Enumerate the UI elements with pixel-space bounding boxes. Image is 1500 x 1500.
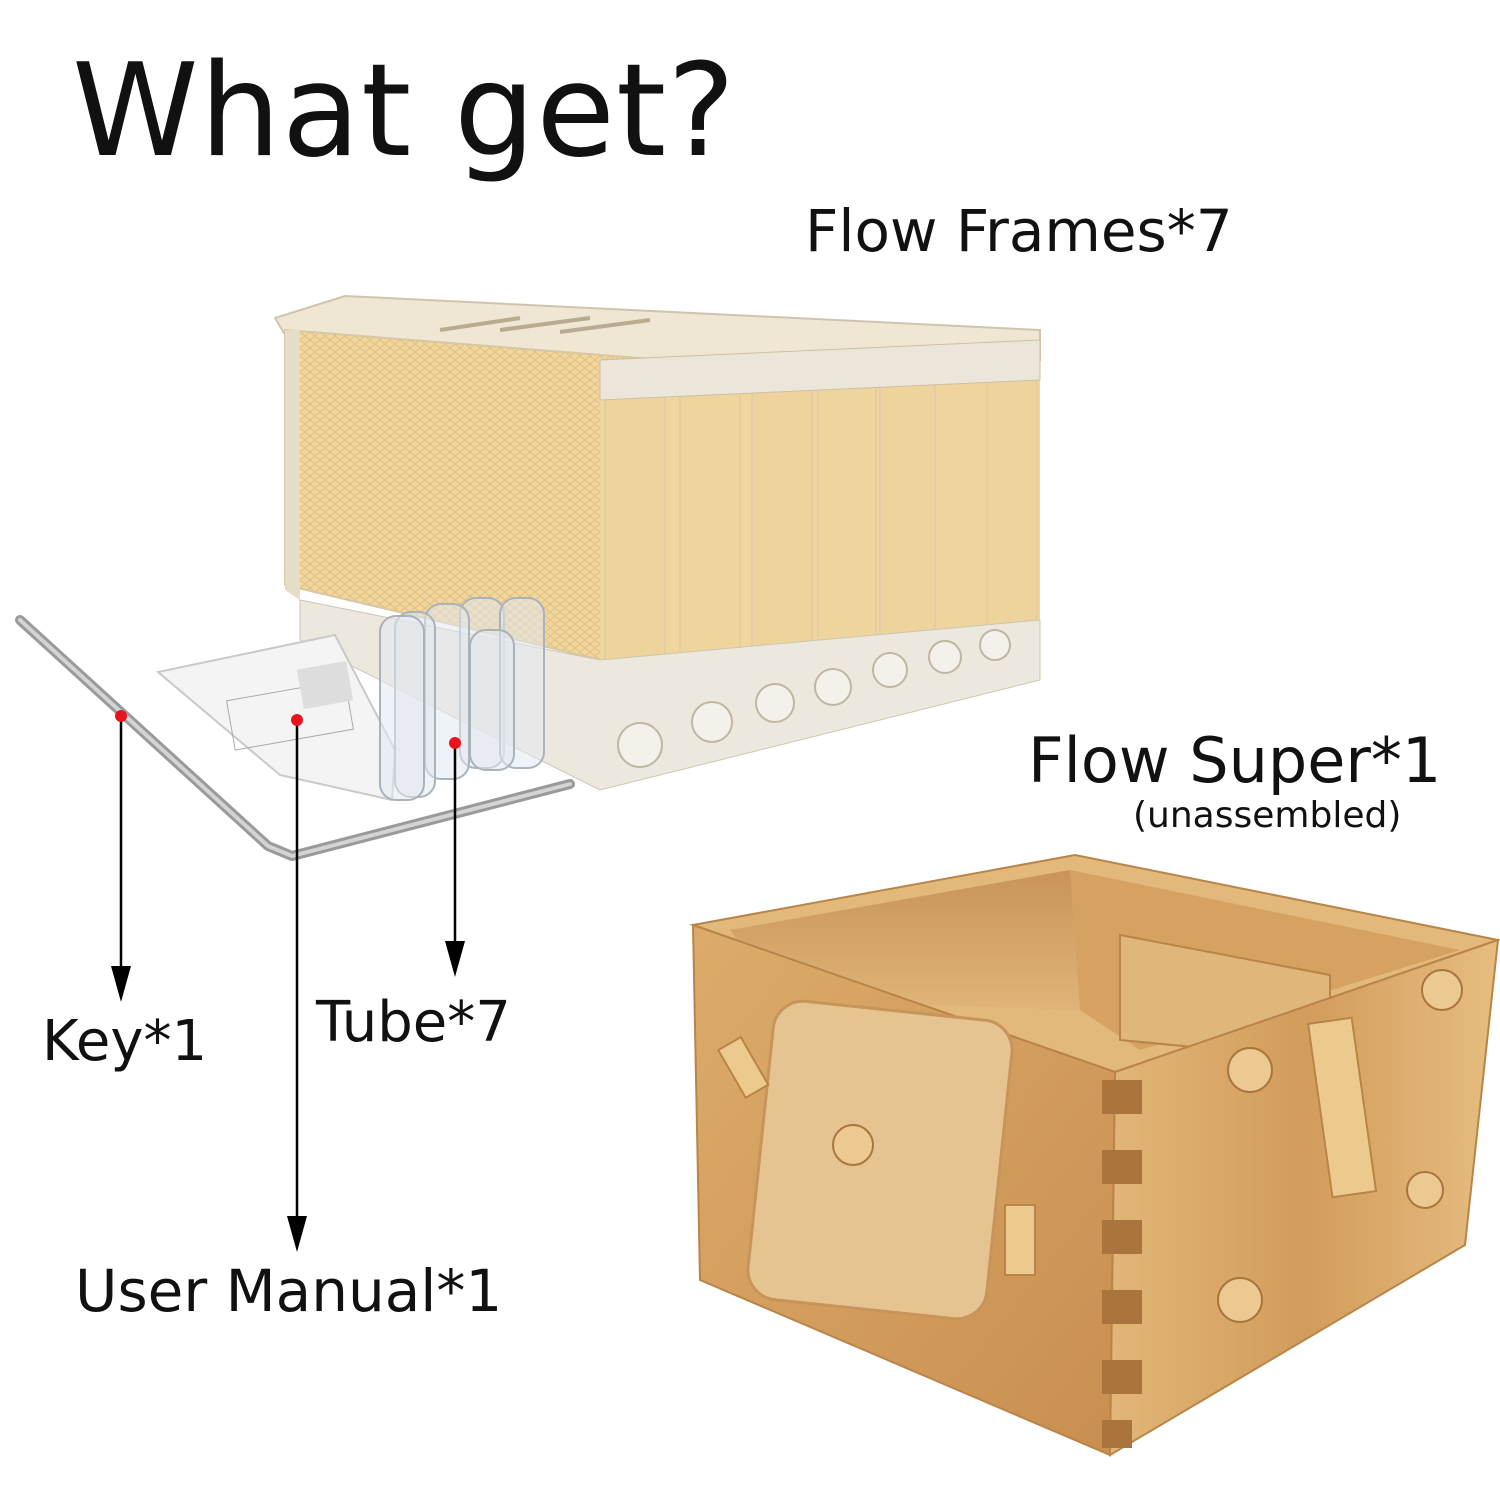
manual-marker (291, 714, 303, 726)
key-image (15, 615, 575, 861)
flow-super-image (689, 853, 1500, 1457)
tube-label: Tube*7 (316, 990, 511, 1055)
frame-columns (604, 371, 1038, 673)
flow-super-label: Flow Super*1 (1028, 724, 1442, 797)
tube-marker (449, 737, 461, 749)
knobs (832, 969, 1463, 1323)
key-marker (115, 710, 127, 722)
dovetail-joints (1102, 1080, 1142, 1448)
key-label: Key*1 (42, 1009, 208, 1074)
flow-frames-image (273, 294, 1041, 791)
frame-caps (617, 629, 1011, 768)
callout-arrows (111, 710, 465, 1252)
tubes-image (379, 597, 545, 801)
flow-frames-label: Flow Frames*7 (805, 197, 1233, 265)
user-manual-label: User Manual*1 (75, 1257, 503, 1325)
page-title: What get? (72, 37, 737, 186)
flow-super-note: (unassembled) (1133, 795, 1402, 836)
